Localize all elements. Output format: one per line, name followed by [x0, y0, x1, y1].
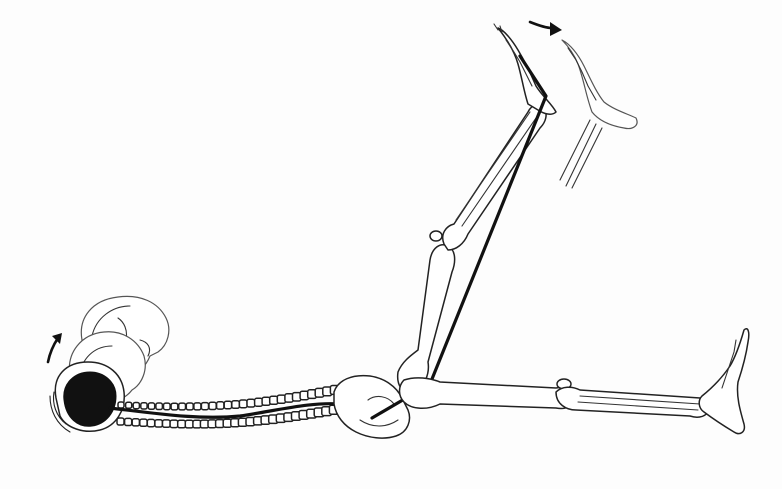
vertebra-upper	[164, 403, 171, 410]
vertebra-lower	[178, 420, 186, 428]
vertebra-upper	[148, 403, 154, 409]
vertebra-upper	[194, 403, 201, 410]
rotation-arrow-foot-icon	[530, 22, 562, 36]
raised-foot	[494, 24, 556, 114]
vertebra-upper	[255, 398, 263, 406]
vertebra-lower	[155, 420, 163, 427]
vertebra-upper	[133, 403, 139, 409]
vertebra-upper	[224, 401, 231, 408]
vertebra-upper	[209, 402, 216, 409]
ghost-foot	[560, 40, 637, 188]
vertebra-upper	[171, 403, 178, 410]
vertebra-upper	[126, 402, 132, 408]
vertebra-upper	[262, 397, 270, 405]
vertebra-lower	[163, 420, 171, 427]
vertebra-upper	[247, 399, 255, 407]
vertebra-upper	[201, 403, 208, 410]
vertebra-upper	[141, 403, 147, 409]
skull-dark	[50, 362, 124, 432]
vertebra-upper	[179, 403, 186, 410]
extended-foot	[699, 329, 749, 434]
vertebra-upper	[156, 403, 163, 410]
vertebra-lower	[147, 419, 154, 426]
vertebra-lower	[132, 419, 139, 426]
pelvis	[334, 376, 410, 438]
vertebra-lower	[117, 418, 124, 425]
vertebra-lower	[125, 418, 132, 425]
extended-tibia-fibula	[556, 387, 710, 417]
vertebra-lower	[170, 420, 178, 428]
vertebra-upper	[239, 400, 247, 408]
extended-femur	[400, 378, 575, 409]
vertebra-lower	[140, 419, 147, 426]
vertebra-upper	[186, 403, 193, 410]
vertebra-lower	[185, 420, 193, 428]
raised-femur	[398, 231, 455, 393]
vertebra-upper	[118, 402, 124, 408]
vertebra-upper	[217, 402, 224, 409]
vertebra-upper	[232, 401, 240, 409]
rotation-arrow-head-icon	[48, 333, 62, 362]
